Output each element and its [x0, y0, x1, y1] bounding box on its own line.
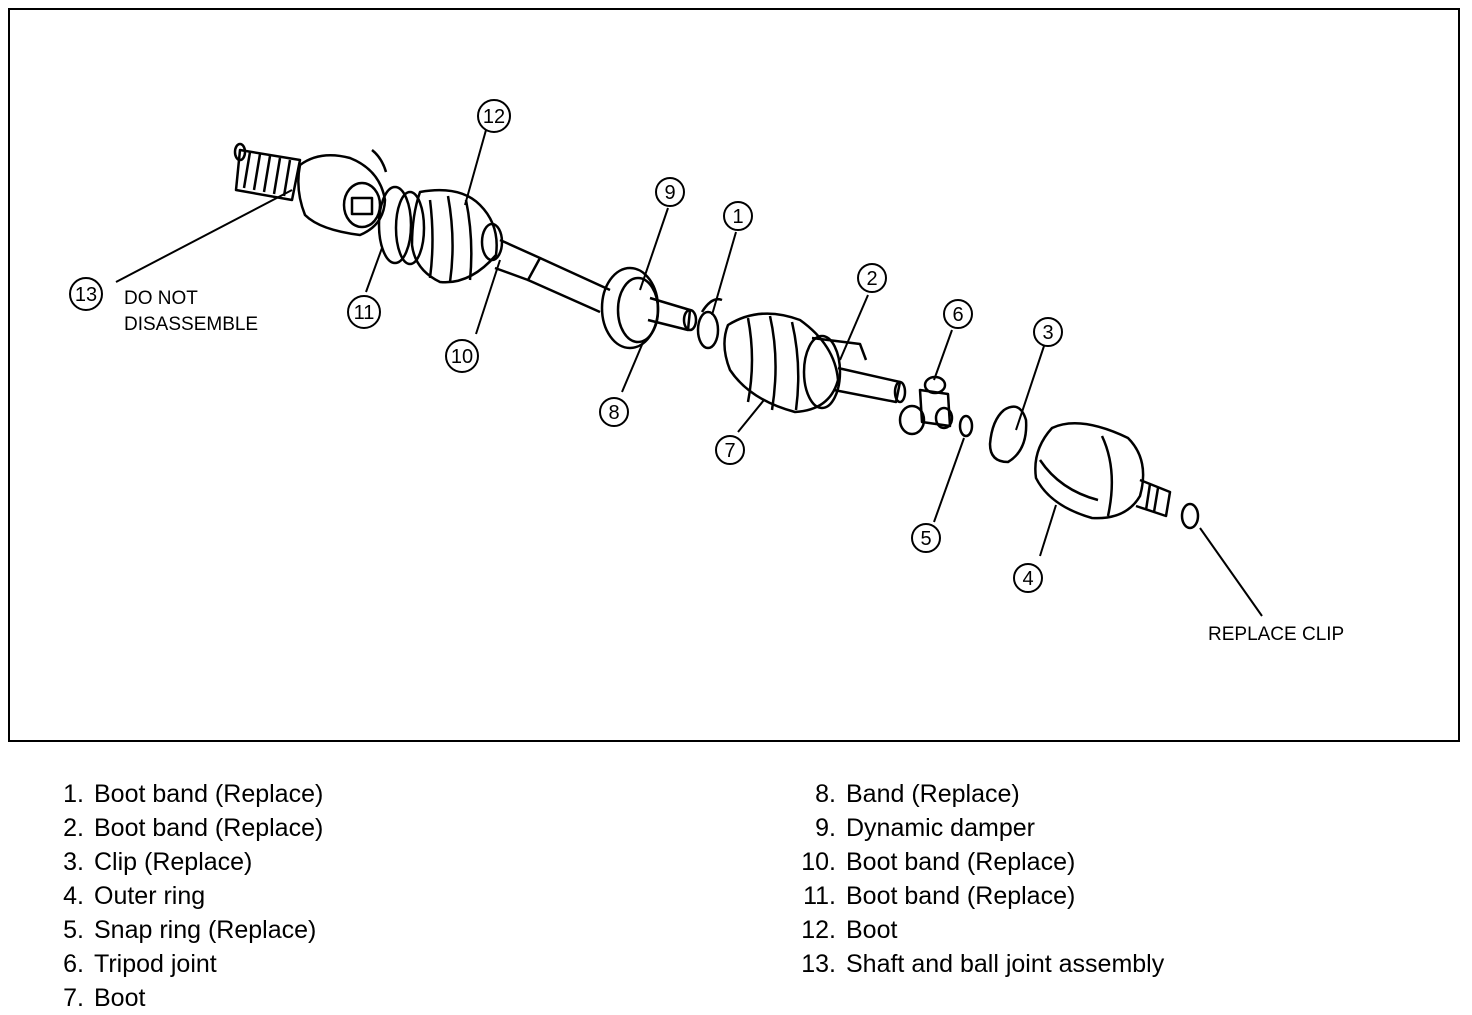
- boot-band-1: [696, 298, 723, 350]
- callout-5: 5: [911, 523, 941, 553]
- inner-boot: [723, 312, 907, 414]
- callout-8: 8: [599, 397, 629, 427]
- svg-text:7: 7: [724, 440, 735, 462]
- callout-4: 4: [1013, 563, 1043, 593]
- callout-2: 2: [857, 263, 887, 293]
- legend-item: 7. Boot: [48, 981, 323, 1015]
- legend-label: Boot band (Replace): [94, 780, 324, 808]
- svg-text:3: 3: [1042, 322, 1053, 344]
- note-replace-clip: REPLACE CLIP: [1208, 624, 1344, 645]
- legend-item: 2. Boot band (Replace): [48, 811, 323, 845]
- svg-text:6: 6: [952, 304, 963, 326]
- legend-label: Boot band (Replace): [846, 882, 1076, 910]
- legend-item: 13. Shaft and ball joint assembly: [794, 947, 1164, 981]
- callout-11: 11: [347, 295, 381, 329]
- legend-label: Shaft and ball joint assembly: [846, 950, 1165, 978]
- legend-number: 10.: [801, 848, 836, 876]
- legend-item: 5. Snap ring (Replace): [48, 913, 323, 947]
- legend-item: 8. Band (Replace): [794, 777, 1164, 811]
- callout-12: 12: [477, 99, 511, 133]
- legend-number: 6.: [63, 950, 84, 978]
- legend-label: Outer ring: [94, 882, 206, 910]
- legend-item: 1. Boot band (Replace): [48, 777, 323, 811]
- legend-label: Clip (Replace): [94, 848, 253, 876]
- legend-item: 10. Boot band (Replace): [794, 845, 1164, 879]
- legend-label: Tripod joint: [94, 950, 217, 978]
- dynamic-damper: [600, 266, 698, 350]
- callout-7: 7: [715, 435, 745, 465]
- svg-text:11: 11: [354, 302, 375, 324]
- svg-text:2: 2: [866, 268, 877, 290]
- callout-6: 6: [943, 299, 973, 329]
- diagram-frame: [8, 8, 1460, 742]
- legend-item: 4. Outer ring: [48, 879, 323, 913]
- legend-label: Band (Replace): [846, 780, 1020, 808]
- legend-number: 11.: [803, 882, 836, 910]
- exploded-view-diagram: 1 2 3 4 5 6 7 8 9 10 11 12 13 DO NOT DIS…: [69, 99, 1344, 645]
- svg-text:8: 8: [608, 402, 619, 424]
- legend-number: 3.: [63, 848, 84, 876]
- parts-legend-left: 1. Boot band (Replace) 2. Boot band (Repla…: [48, 777, 323, 1015]
- legend-number: 13.: [801, 950, 836, 978]
- callouts: 1 2 3 4 5 6 7 8 9 10 11 12 13: [69, 99, 1063, 593]
- legend-item: 11. Boot band (Replace): [794, 879, 1164, 913]
- svg-text:5: 5: [920, 528, 931, 550]
- svg-text:12: 12: [483, 106, 505, 128]
- legend-label: Boot: [846, 916, 898, 944]
- legend-item: 12. Boot: [794, 913, 1164, 947]
- svg-text:10: 10: [451, 346, 473, 368]
- tripod-joint: [898, 375, 954, 436]
- callout-9: 9: [655, 177, 685, 207]
- legend-number: 7.: [63, 984, 84, 1012]
- callout-3: 3: [1033, 317, 1063, 347]
- parts-legend-right: 8. Band (Replace) 9. Dynamic damper 10. Boo…: [794, 777, 1164, 981]
- svg-text:13: 13: [75, 284, 97, 306]
- svg-text:4: 4: [1022, 568, 1033, 590]
- replace-clip-ring: [1180, 502, 1200, 530]
- legend-number: 2.: [63, 814, 84, 842]
- callout-1: 1: [723, 201, 753, 231]
- note-do-not: DO NOT: [124, 288, 198, 309]
- shaft-and-ball-joint-assembly: [233, 142, 611, 314]
- leader-lines: [115, 129, 1263, 617]
- svg-text:1: 1: [732, 206, 743, 228]
- legend-item: 9. Dynamic damper: [794, 811, 1164, 845]
- legend-label: Dynamic damper: [846, 814, 1035, 842]
- legend-number: 1.: [63, 780, 84, 808]
- legend-label: Boot band (Replace): [846, 848, 1076, 876]
- legend-number: 9.: [815, 814, 836, 842]
- legend-item: 3. Clip (Replace): [48, 845, 323, 879]
- legend-label: Snap ring (Replace): [94, 916, 317, 944]
- legend-number: 5.: [63, 916, 84, 944]
- callout-10: 10: [445, 339, 479, 373]
- legend-number: 8.: [815, 780, 836, 808]
- legend-label: Boot band (Replace): [94, 814, 324, 842]
- legend-number: 12.: [801, 916, 836, 944]
- outer-ring: [1034, 422, 1172, 520]
- note-disassemble: DISASSEMBLE: [124, 314, 258, 335]
- legend-number: 4.: [63, 882, 84, 910]
- svg-text:9: 9: [664, 182, 675, 204]
- legend-item: 6. Tripod joint: [48, 947, 323, 981]
- legend-label: Boot: [94, 984, 146, 1012]
- snap-ring: [958, 414, 974, 438]
- callout-13: 13: [69, 277, 103, 311]
